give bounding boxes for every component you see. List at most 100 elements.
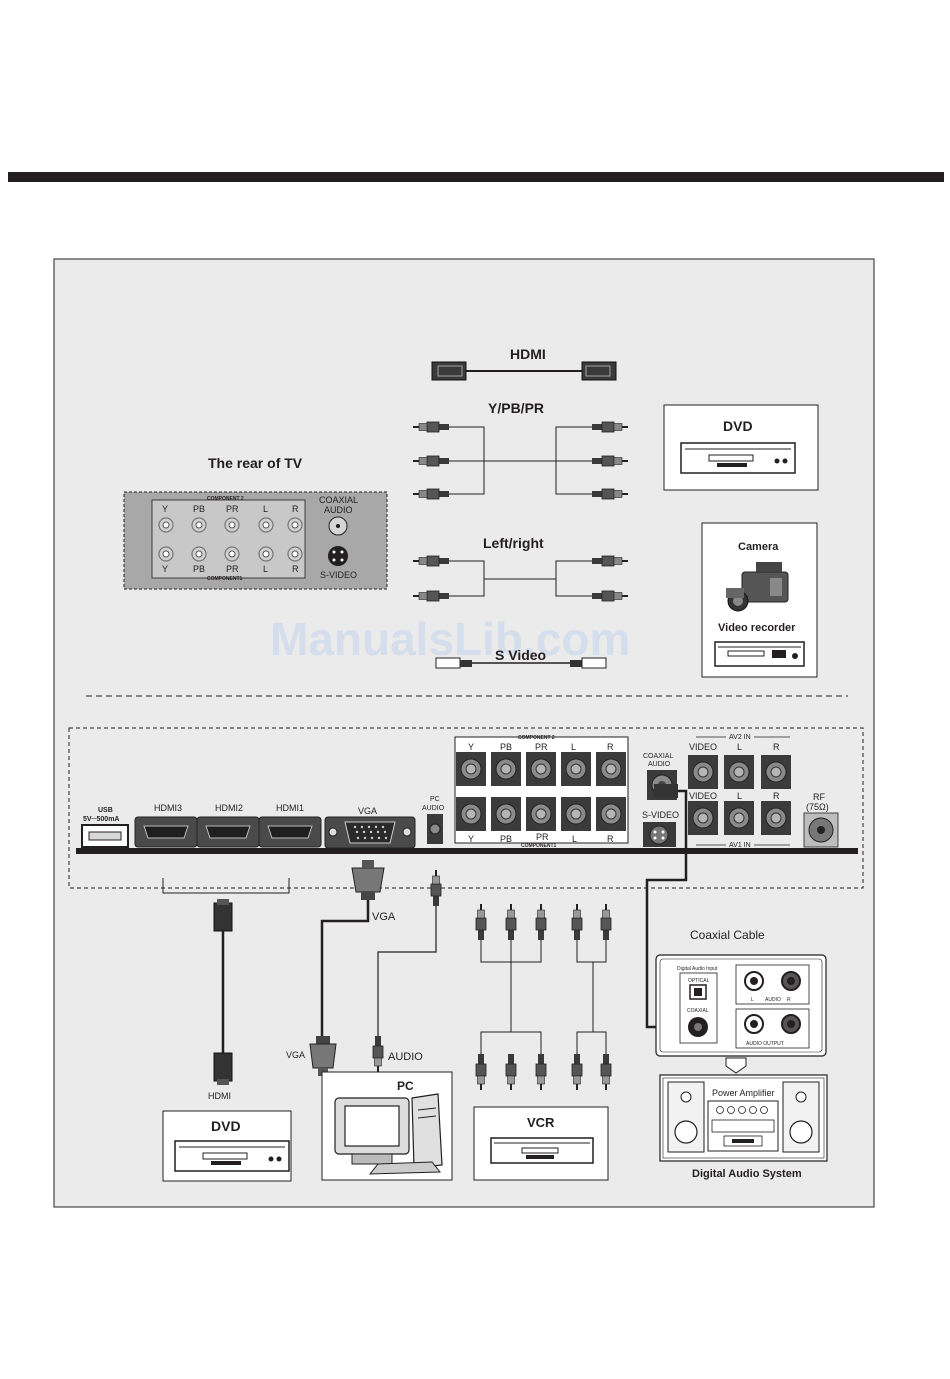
comp2-jack-y (455, 751, 487, 787)
hdmi-cable-label: HDMI (510, 346, 546, 362)
watermark-text: ManualsLib.com (270, 613, 630, 665)
small-component2-label: COMPONENT 2 (207, 496, 244, 502)
audio-label: AUDIO (765, 997, 781, 1003)
usb-label: USB (98, 807, 113, 814)
audio-cable-label: AUDIO (388, 1051, 423, 1063)
left-right-cable: Left/right (412, 535, 629, 602)
camera-recorder-device: Camera Video recorder (701, 522, 818, 678)
small-label-pb-2: PB (193, 564, 205, 574)
tv-rear-panel-large: USB 5V─500mA HDMI3 HDMI2 HDMI1 VGA PC AU… (68, 727, 864, 889)
hdmi2-port (196, 816, 260, 848)
power-amplifier-label: Power Amplifier (712, 1088, 775, 1098)
comp1-jack-pr (525, 796, 557, 832)
av2-l-label: L (737, 742, 742, 752)
computer-icon (334, 1093, 443, 1175)
comp2-jack-pb (490, 751, 522, 787)
hdmi2-label: HDMI2 (215, 803, 243, 813)
vcr-device: VCR (473, 1106, 609, 1181)
comp2-jack-l (560, 751, 592, 787)
small-coaxial-label: COAXIAL (319, 495, 358, 505)
hdmi3-label: HDMI3 (154, 803, 182, 813)
hdmi1-port (258, 816, 322, 848)
coaxial-cable: Coaxial Cable (645, 784, 765, 1029)
rf-impedance-label: (75Ω) (806, 802, 829, 812)
comp1-jack-l (560, 796, 592, 832)
av1-l-label: L (737, 791, 742, 801)
digital-audio-system: Power Amplifier Digital Audio System (659, 1074, 828, 1180)
digital-audio-system-label: Digital Audio System (692, 1168, 802, 1180)
audio-r-label: R (787, 997, 791, 1003)
component1-label: COMPONENT1 (521, 843, 557, 849)
av1-video-jack (687, 800, 719, 836)
av1-in-label: AV1 IN (729, 842, 751, 849)
vga-top-label: VGA (372, 911, 396, 923)
pc-audio-cable: AUDIO (372, 869, 442, 1073)
small-label-pr-2: PR (226, 564, 239, 574)
rf-label: RF (813, 792, 825, 802)
av2-video-jack (687, 754, 719, 790)
digital-audio-input-box: Digital Audio Input OPTICAL COAXIAL L AU… (655, 954, 827, 1057)
pc-label: PC (397, 1079, 414, 1093)
comp1-jack-r (595, 796, 627, 832)
coaxial-cable-label: Coaxial Cable (690, 928, 765, 942)
video-recorder-label: Video recorder (718, 622, 796, 634)
camera-label: Camera (738, 541, 779, 553)
av1-l-jack (723, 800, 755, 836)
dvd-device-top: DVD (663, 404, 819, 491)
vcr-rca-cables (475, 903, 612, 1091)
svideo-port-label: S-VIDEO (642, 810, 679, 820)
pc-device: PC (321, 1071, 453, 1181)
comp1-jack-pb (490, 796, 522, 832)
dvd-top-label: DVD (723, 418, 753, 434)
comp1-jack-y (455, 796, 487, 832)
rear-of-tv-title: The rear of TV (208, 455, 303, 471)
coaxial-audio-label-2: AUDIO (648, 761, 671, 768)
small-label-l: L (263, 504, 268, 514)
small-label-y: Y (162, 504, 168, 514)
comp2-jack-pr (525, 751, 557, 787)
av2-r-jack (760, 754, 792, 790)
small-label-r-2: R (292, 564, 299, 574)
left-right-cable-label: Left/right (483, 535, 544, 551)
coaxial-input-label: COAXIAL (687, 1008, 709, 1014)
digital-audio-input-label: Digital Audio Input (677, 966, 718, 972)
comp2-label-pb: PB (500, 742, 512, 752)
av2-in-label: AV2 IN (729, 734, 751, 741)
usb-power-label: 5V─500mA (83, 816, 119, 823)
usb-port (88, 831, 122, 841)
vga-bottom-label: VGA (286, 1050, 305, 1060)
comp2-label-y: Y (468, 742, 474, 752)
vga-port-label: VGA (358, 806, 377, 816)
comp1-label-pr: PR (536, 832, 549, 842)
comp1-label-y: Y (468, 834, 474, 844)
audio-l-label: L (751, 997, 754, 1003)
video-recorder-icon (714, 641, 805, 667)
small-label-pb: PB (193, 504, 205, 514)
svideo-cable-label: S Video (495, 647, 546, 663)
camcorder-icon (726, 562, 789, 612)
comp1-label-pb: PB (500, 834, 512, 844)
dvd-bottom-label: DVD (211, 1118, 241, 1134)
vga-port (324, 816, 416, 849)
component2-label: COMPONENT 2 (518, 735, 555, 741)
optical-label: OPTICAL (688, 978, 710, 984)
coaxial-audio-label-1: COAXIAL (643, 753, 673, 760)
down-arrow (725, 1057, 747, 1074)
small-label-r: R (292, 504, 299, 514)
comp2-label-pr: PR (535, 742, 548, 752)
pc-audio-label-1: PC (430, 796, 440, 803)
dvd-device-bottom: DVD (162, 1110, 292, 1182)
small-audio-label: AUDIO (324, 505, 353, 515)
small-component1-label: COMPONENT1 (207, 576, 243, 582)
av2-l-jack (723, 754, 755, 790)
svideo-port (649, 825, 669, 845)
audio-output-label: AUDIO OUTPUT (746, 1041, 784, 1047)
rear-panel-small: COMPONENT 2 COMPONENT1 Y PB PR L R Y PB … (123, 491, 388, 590)
comp2-label-l: L (571, 742, 576, 752)
av1-video-label: VIDEO (689, 791, 717, 801)
small-label-l-2: L (263, 564, 268, 574)
comp1-label-l: L (572, 834, 577, 844)
hdmi-cable-lower: HDMI (162, 878, 290, 1101)
av2-r-label: R (773, 742, 780, 752)
small-label-pr: PR (226, 504, 239, 514)
